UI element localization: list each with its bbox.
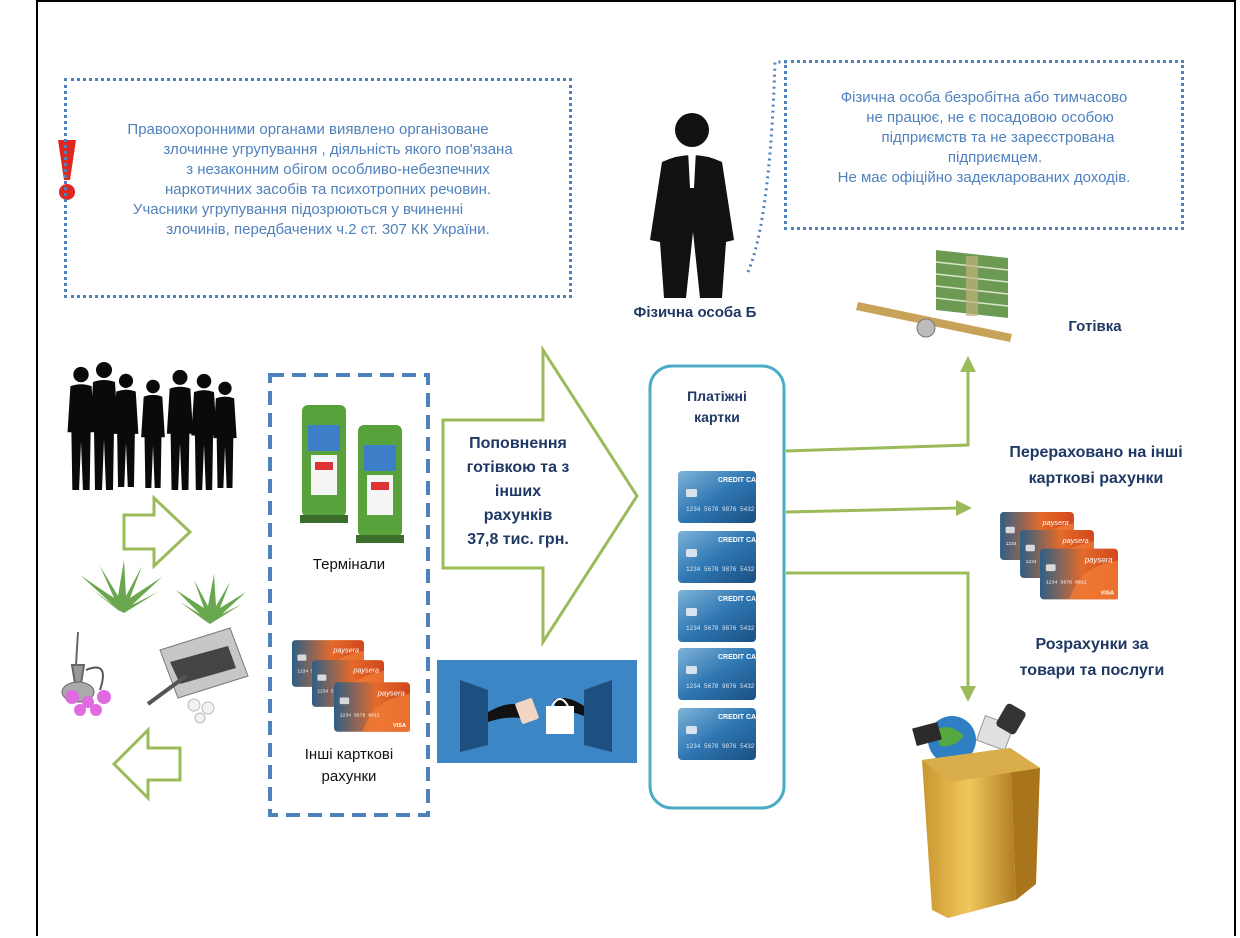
payment-cards-line: Платіжні	[687, 388, 747, 404]
sources-dashed-box	[268, 373, 430, 817]
online-payment-illustration	[437, 660, 637, 763]
person-b-silhouette	[650, 113, 734, 298]
person-note-text: Фізична особа безробітна або тимчасово н…	[788, 88, 1180, 188]
other-accounts-label: Інші карткові рахунки	[272, 744, 426, 788]
note-line: Учасники угрупування підозрюються у вчин…	[132, 201, 464, 218]
flow-arrows	[785, 372, 970, 688]
transferred-label: Перераховано на інші карткові рахунки	[984, 440, 1208, 492]
refill-block-arrow	[441, 344, 639, 648]
transferred-line: карткові рахунки	[1028, 470, 1164, 487]
payments-label: Розрахунки за товари та послуги	[992, 632, 1192, 684]
other-accounts-line: Інші карткові	[304, 746, 394, 763]
paysera-cards-right-icon	[1000, 512, 1118, 600]
flow-arrowheads	[956, 356, 976, 702]
callout-connector	[746, 60, 790, 273]
refill-label: Поповнення готівкою та з інших рахунків …	[448, 432, 588, 552]
person-b-label: Фізична особа Б	[633, 304, 757, 321]
paysera-cards-icon	[292, 640, 410, 732]
refill-line: готівкою та з	[466, 459, 570, 476]
payments-line: Розрахунки за	[1035, 636, 1149, 653]
transferred-line: Перераховано на інші	[1009, 444, 1183, 461]
other-accounts-line: рахунки	[321, 768, 377, 785]
note-line: злочинне угрупування , діяльність якого …	[163, 141, 513, 158]
refill-amount: 37,8 тис. грн.	[467, 531, 569, 548]
payments-line: товари та послуги	[1019, 662, 1165, 679]
note-line: наркотичних засобів та психотропних речо…	[164, 181, 492, 198]
person-note-box	[784, 60, 1184, 230]
terminals-label: Термінали	[312, 556, 386, 573]
payment-cards-line: картки	[694, 409, 740, 425]
note-line: злочинів, передбачених ч.2 ст. 307 КК Ук…	[166, 221, 490, 238]
refill-line: рахунків	[483, 507, 553, 524]
payment-cards-title: Платіжні картки	[652, 386, 782, 428]
note-line: підприємцем.	[947, 149, 1043, 166]
cash-label: Готівка	[1068, 318, 1122, 335]
investigation-note-box	[64, 78, 572, 298]
refill-line: інших	[494, 483, 542, 500]
terminal-kiosk-icon	[300, 405, 404, 543]
group-silhouette-icon	[67, 362, 237, 490]
note-line: підприємств та не зареєстрована	[881, 129, 1115, 146]
investigation-note-text: Правоохоронними органами виявлено органі…	[74, 120, 562, 240]
note-line: Правоохоронними органами виявлено органі…	[127, 121, 489, 138]
cash-money-icon	[856, 250, 1012, 342]
note-line: з незаконним обігом особливо-небезпечних	[186, 161, 490, 178]
shopping-bag-icon	[912, 703, 1040, 918]
note-line: не працює, не є посадовою особою	[866, 109, 1114, 126]
drugs-illustration	[61, 560, 249, 724]
refill-line: Поповнення	[469, 435, 567, 452]
note-line: Не має офіційно задекларованих доходів.	[837, 169, 1131, 186]
exclamation-icon	[58, 140, 76, 200]
arrow-left-outline-icon	[111, 726, 182, 802]
arrow-right-outline-icon	[122, 494, 193, 570]
diagram-frame	[36, 0, 1236, 936]
note-line: Фізична особа безробітна або тимчасово	[840, 89, 1128, 106]
credit-card-icons	[678, 471, 756, 760]
